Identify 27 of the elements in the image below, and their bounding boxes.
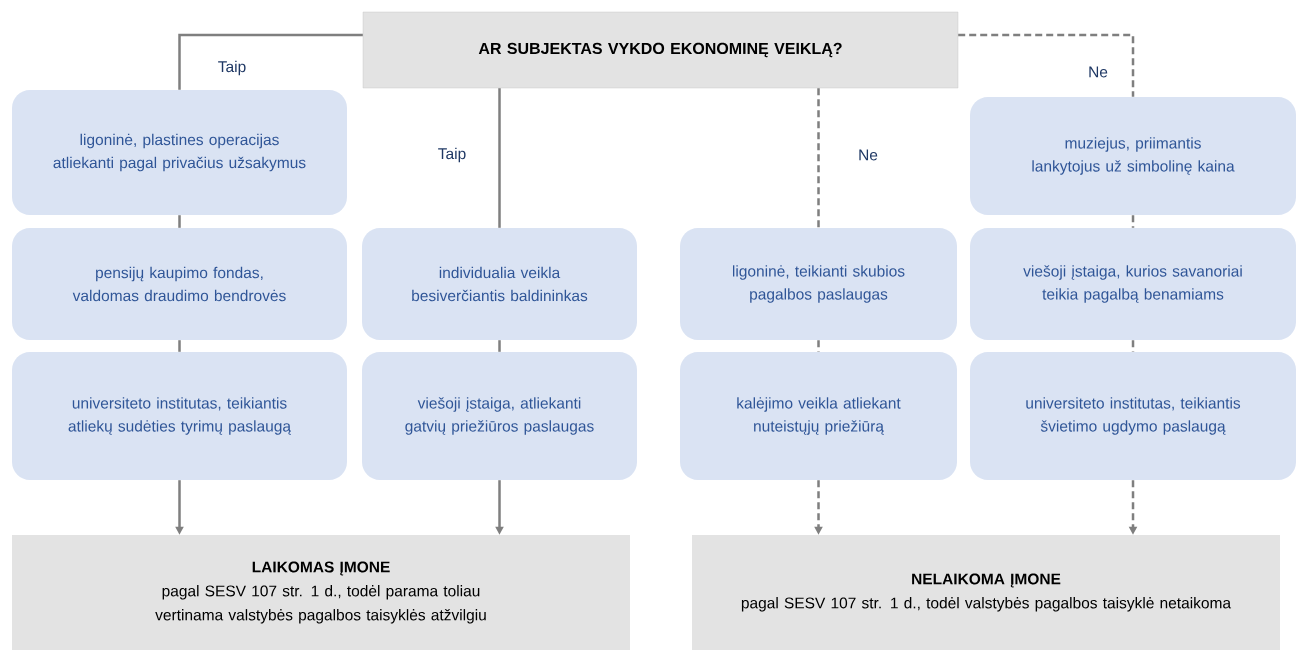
edge-label: Ne (1086, 64, 1110, 80)
example-box: universiteto institutas, teikiantis atliekų sudėties tyrimų paslaugą (12, 352, 347, 480)
example-box: ligoninė, plastines operacijas atliekanti pagal privačius užsakymus (12, 90, 347, 215)
edge-label: Ne (856, 147, 880, 163)
edge-label: Taip (215, 58, 249, 78)
example-box: pensijų kaupimo fondas, valdomas draudimo bendrovės (12, 228, 347, 340)
example-box: viešoji įstaiga, kurios savanoriai teikia pagalbą benamiams (970, 228, 1296, 340)
example-box: universiteto institutas, teikiantis švietimo ugdymo paslaugą (970, 352, 1296, 480)
connector (817, 88, 820, 228)
connector (1131, 340, 1135, 352)
example-box: viešoji įstaiga, atliekanti gatvių priežiūros paslaugas (362, 352, 637, 480)
connector (178, 340, 181, 352)
connector (1131, 215, 1135, 228)
connector (178, 33, 363, 90)
connector (958, 33, 1135, 97)
example-box: muziejus, priimantis lankytojus už simbolinę kaina (970, 97, 1296, 215)
connector (817, 340, 820, 352)
example-box: ligoninė, teikianti skubios pagalbos paslaugas (680, 228, 957, 340)
example-box: kalėjimo veikla atliekant nuteistųjų priežiūrą (680, 352, 957, 480)
connector (178, 215, 181, 228)
example-box: individualia veikla besiverčiantis baldininkas (362, 228, 637, 340)
result-box: LAIKOMAS ĮMONE pagal SESV 107 str. 1 d., todėl parama toliau vertinama valstybės pagalbos taisyklės atžvilgiu (12, 535, 630, 650)
connector (498, 88, 501, 228)
result-box: NELAIKOMA ĮMONE pagal SESV 107 str. 1 d., todėl valstybės pagalbos taisyklė netaikoma (692, 535, 1280, 650)
edge-label: Taip (435, 145, 469, 165)
connector (498, 340, 501, 352)
question-box: AR SUBJEKTAS VYKDO EKONOMINĘ VEIKLĄ? (362, 11, 959, 89)
